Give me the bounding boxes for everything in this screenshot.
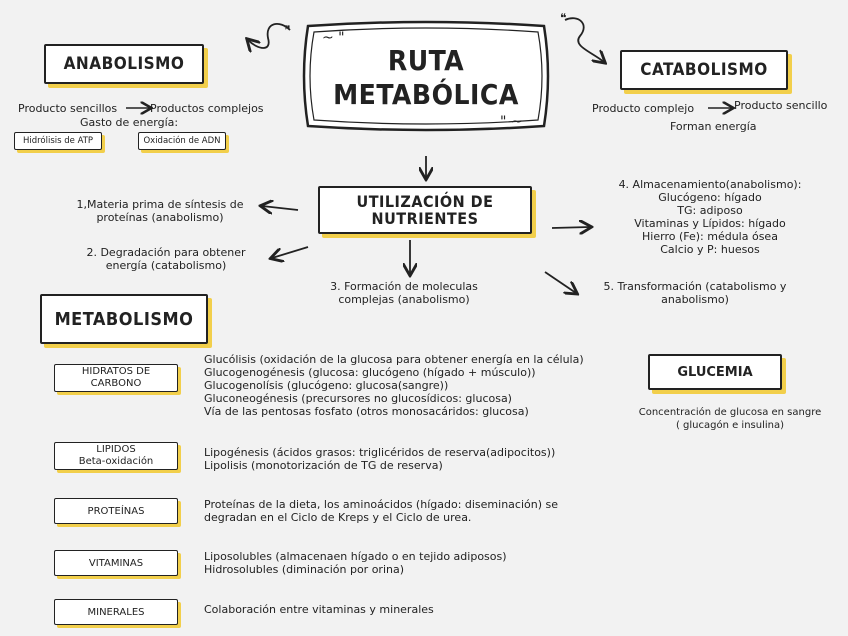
catabolismo-title-box: CATABOLISMO xyxy=(620,50,788,90)
catabolismo-energy: Forman energía xyxy=(670,120,757,133)
proteinas-line2: degradan en el Ciclo de Kreps y el Ciclo… xyxy=(204,511,614,524)
vitaminas-label: VITAMINAS xyxy=(89,558,143,569)
item3-line2: complejas (anabolismo) xyxy=(314,293,494,306)
hidratos-line1: Glucólisis (oxidación de la glucosa para… xyxy=(204,353,614,366)
minerales-label-box: MINERALES xyxy=(54,599,178,625)
vitaminas-text: Liposolubles (almacenaen hígado o en tej… xyxy=(204,550,614,576)
anabolismo-from: Producto sencillos xyxy=(18,102,117,115)
item4-line6: Calcio y P: huesos xyxy=(602,243,818,256)
proteinas-line1: Proteínas de la dieta, los aminoácidos (… xyxy=(204,498,614,511)
glucemia-line1: Concentración de glucosa en sangre xyxy=(622,406,838,419)
utilizacion-item2: 2. Degradación para obtener energía (cat… xyxy=(66,246,266,272)
item4-line2: Glucógeno: hígado xyxy=(602,191,818,204)
item5-line1: 5. Transformación (catabolismo y xyxy=(590,280,800,293)
utilizacion-title-box: UTILIZACIÓN DE NUTRIENTES xyxy=(318,186,532,234)
svg-text:❝: ❝ xyxy=(560,11,566,25)
glucemia-text: Concentración de glucosa en sangre ( glu… xyxy=(622,406,838,432)
curly-arrow-right xyxy=(565,18,604,62)
minerales-label: MINERALES xyxy=(88,607,145,618)
hidratos-line2: Glucogenogénesis (glucosa: glucógeno (hí… xyxy=(204,366,614,379)
item1-line1: 1,Materia prima de síntesis de xyxy=(60,198,260,211)
item4-line1: 4. Almacenamiento(anabolismo): xyxy=(602,178,818,191)
arrow-item4 xyxy=(552,227,590,228)
utilizacion-title-line1: UTILIZACIÓN DE xyxy=(357,193,494,210)
anabolismo-title: ANABOLISMO xyxy=(64,54,185,74)
lipidos-label-line1: LIPIDOS xyxy=(96,444,135,456)
utilizacion-item1: 1,Materia prima de síntesis de proteínas… xyxy=(60,198,260,224)
main-title-frame: ~ " " ~ RUTA METABÓLICA xyxy=(300,18,552,134)
tag-adn-label: Oxidación de ADN xyxy=(143,136,220,146)
svg-text:" ~: " ~ xyxy=(500,114,523,130)
tag-atp-label: Hidrólisis de ATP xyxy=(23,136,93,146)
anabolismo-tag-adn: Oxidación de ADN xyxy=(138,132,226,150)
minerales-text: Colaboración entre vitaminas y minerales xyxy=(204,603,614,616)
utilizacion-item5: 5. Transformación (catabolismo y anaboli… xyxy=(590,280,800,306)
hidratos-line5: Vía de las pentosas fosfato (otros monos… xyxy=(204,405,614,418)
lipidos-label-box: LIPIDOS Beta-oxidación xyxy=(54,442,178,470)
arrow-item2 xyxy=(272,247,308,258)
glucemia-title-box: GLUCEMIA xyxy=(648,354,782,390)
proteinas-text: Proteínas de la dieta, los aminoácidos (… xyxy=(204,498,614,524)
arrow-item5 xyxy=(545,272,576,293)
main-title-line1: RUTA xyxy=(300,44,552,78)
anabolismo-energy: Gasto de energía: xyxy=(80,116,178,129)
catabolismo-from: Producto complejo xyxy=(592,102,694,115)
anabolismo-title-box: ANABOLISMO xyxy=(44,44,204,84)
lipidos-line1: Lipogénesis (ácidos grasos: triglicérido… xyxy=(204,446,614,459)
catabolismo-title: CATABOLISMO xyxy=(640,60,768,80)
item5-line2: anabolismo) xyxy=(590,293,800,306)
metabolismo-title: METABOLISMO xyxy=(55,309,194,330)
proteinas-label: PROTEÍNAS xyxy=(88,506,145,517)
metabolismo-title-box: METABOLISMO xyxy=(40,294,208,344)
svg-text:❞: ❞ xyxy=(284,23,290,37)
vitaminas-line1: Liposolubles (almacenaen hígado o en tej… xyxy=(204,550,614,563)
item2-line2: energía (catabolismo) xyxy=(66,259,266,272)
hidratos-label-line1: HIDRATOS DE xyxy=(82,366,150,378)
item3-line1: 3. Formación de moleculas xyxy=(314,280,494,293)
item1-line2: proteínas (anabolismo) xyxy=(60,211,260,224)
lipidos-label-line2: Beta-oxidación xyxy=(79,456,154,468)
main-title-line2: METABÓLICA xyxy=(300,78,552,112)
glucemia-line2: ( glucagón e insulina) xyxy=(622,419,838,432)
lipidos-text: Lipogénesis (ácidos grasos: triglicérido… xyxy=(204,446,614,472)
utilizacion-item3: 3. Formación de moleculas complejas (ana… xyxy=(314,280,494,306)
hidratos-label-line2: CARBONO xyxy=(91,378,142,390)
proteinas-label-box: PROTEÍNAS xyxy=(54,498,178,524)
minerales-line1: Colaboración entre vitaminas y minerales xyxy=(204,603,614,616)
item2-line1: 2. Degradación para obtener xyxy=(66,246,266,259)
glucemia-title: GLUCEMIA xyxy=(677,365,752,380)
item4-line4: Vitaminas y Lípidos: hígado xyxy=(602,217,818,230)
utilizacion-item4: 4. Almacenamiento(anabolismo): Glucógeno… xyxy=(602,178,818,256)
item4-line3: TG: adiposo xyxy=(602,204,818,217)
utilizacion-title-line2: NUTRIENTES xyxy=(372,210,479,227)
anabolismo-tag-atp: Hidrólisis de ATP xyxy=(14,132,102,150)
arrow-item1 xyxy=(262,206,298,210)
lipidos-line2: Lipolisis (monotorización de TG de reser… xyxy=(204,459,614,472)
vitaminas-line2: Hidrosolubles (diminación por orina) xyxy=(204,563,614,576)
vitaminas-label-box: VITAMINAS xyxy=(54,550,178,576)
item4-line5: Hierro (Fe): médula ósea xyxy=(602,230,818,243)
hidratos-line4: Gluconeogénesis (precursores no glucosíd… xyxy=(204,392,614,405)
hidratos-text: Glucólisis (oxidación de la glucosa para… xyxy=(204,353,614,418)
hidratos-label-box: HIDRATOS DE CARBONO xyxy=(54,364,178,392)
catabolismo-to: Producto sencillo xyxy=(734,99,827,112)
hidratos-line3: Glucogenolísis (glucógeno: glucosa(sangr… xyxy=(204,379,614,392)
anabolismo-to: Productos complejos xyxy=(150,102,264,115)
